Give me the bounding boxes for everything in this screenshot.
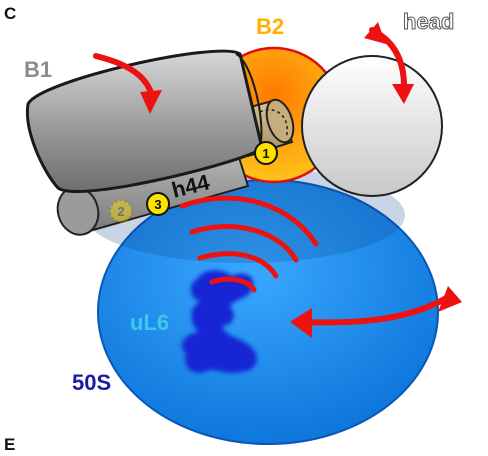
signal-waves [179,195,319,293]
svg-text:2: 2 [117,204,124,219]
rotation-arrow-50s [290,286,462,338]
rotation-arrow-head [364,22,414,104]
site-marker-3: 3 [146,192,170,216]
svg-text:1: 1 [262,146,269,161]
svg-text:3: 3 [154,197,161,212]
label-ul6: uL6 [130,310,169,335]
site-marker-1: 1 [254,141,278,165]
b1-bridge-shape [25,49,264,193]
label-50s: 50S [72,370,111,395]
panel-label-c: C [4,4,16,23]
panel-label-e: E [4,435,15,454]
label-b1: B1 [24,57,52,82]
site-marker-2: 2 [109,199,133,223]
rotation-arrow-b1 [93,53,162,114]
label-head: head [403,9,454,34]
label-b2: B2 [256,14,284,39]
ul6-protein-blob [181,270,257,373]
head-domain-shape [301,55,443,197]
